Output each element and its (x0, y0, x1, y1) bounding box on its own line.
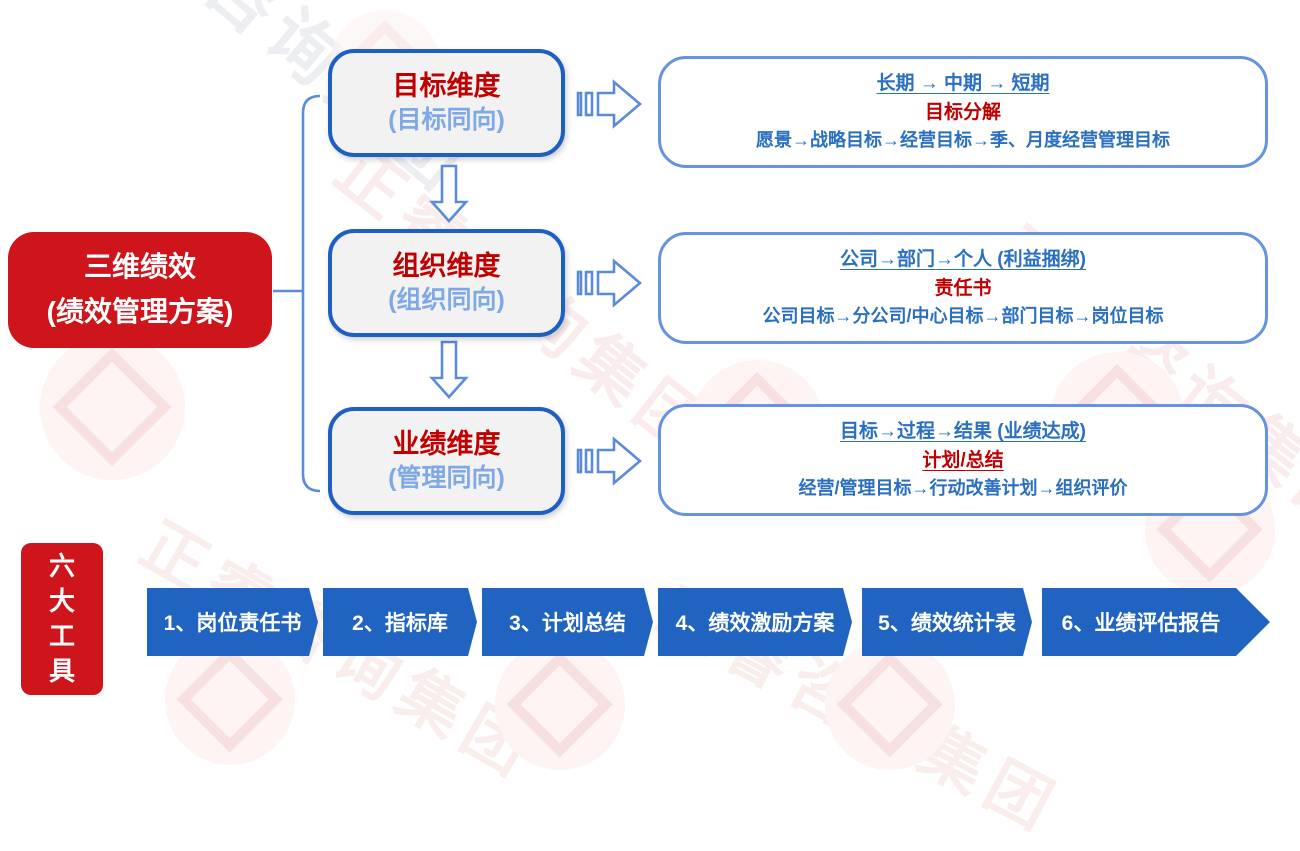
dimension-subtitle: (组织同向) (388, 286, 505, 315)
detail-line3: 经营/管理目标→行动改善计划→组织评价 (798, 478, 1128, 498)
down-arrow-icon (429, 340, 469, 399)
detail-line2: 责任书 (934, 277, 992, 299)
down-arrow-icon (429, 164, 469, 223)
connector-layer (273, 79, 643, 493)
dimension-title: 业绩维度 (392, 428, 501, 459)
dimension-box-performance: 业绩维度 (管理同向) (328, 407, 565, 515)
right-arrow-icon (576, 436, 643, 486)
tool-segment-6: 6、业绩评估报告 (1042, 588, 1270, 656)
watermark-logo (495, 640, 625, 770)
detail-box-goal: 长期 → 中期 → 短期 目标分解 愿景→战略目标→经营目标→季、月度经营管理目… (658, 56, 1268, 168)
dimension-box-organization: 组织维度 (组织同向) (328, 229, 565, 337)
bracket-connector (273, 94, 321, 493)
tools-label-box: 六大工具 (21, 543, 103, 695)
watermark-logo (825, 640, 955, 770)
detail-line2: 目标分解 (924, 101, 1001, 123)
dimension-title: 组织维度 (392, 250, 501, 281)
tool-segment-3: 3、计划总结 (482, 588, 653, 656)
main-title-line2: (绩效管理方案) (46, 296, 234, 327)
tool-segment-5: 5、绩效统计表 (862, 588, 1032, 656)
dimension-subtitle: (目标同向) (388, 106, 505, 135)
detail-line1: 公司→部门→个人 (利益捆绑) (840, 249, 1086, 270)
main-title-box: 三维绩效 (绩效管理方案) (8, 232, 272, 348)
dimension-subtitle: (管理同向) (388, 464, 505, 493)
right-arrow-icon (576, 258, 643, 308)
right-arrow-icon (576, 79, 643, 129)
detail-line3: 公司目标→分公司/中心目标→部门目标→岗位目标 (762, 306, 1164, 326)
tool-segment-4: 4、绩效激励方案 (658, 588, 852, 656)
dimension-title: 目标维度 (392, 70, 501, 101)
detail-line2: 计划/总结 (922, 449, 1004, 471)
tool-segment-1: 1、岗位责任书 (147, 588, 318, 656)
detail-line3: 愿景→战略目标→经营目标→季、月度经营管理目标 (756, 130, 1170, 150)
watermark-logo (40, 335, 185, 480)
detail-box-performance: 目标→过程→结果 (业绩达成) 计划/总结 经营/管理目标→行动改善计划→组织评… (658, 404, 1268, 516)
tools-label: 六大工具 (48, 551, 75, 686)
dimension-box-goal: 目标维度 (目标同向) (328, 49, 565, 157)
tool-segment-2: 2、指标库 (323, 588, 477, 656)
detail-line1: 目标→过程→结果 (业绩达成) (840, 421, 1086, 442)
main-title-line1: 三维绩效 (83, 251, 196, 283)
detail-box-organization: 公司→部门→个人 (利益捆绑) 责任书 公司目标→分公司/中心目标→部门目标→岗… (658, 232, 1268, 344)
detail-line1: 长期 → 中期 → 短期 (876, 73, 1050, 94)
diagram: 三维绩效 (绩效管理方案) 目标维度 (目标同向) 长期 → 中期 → 短期 目… (8, 49, 1300, 695)
watermark-logo (165, 635, 295, 765)
